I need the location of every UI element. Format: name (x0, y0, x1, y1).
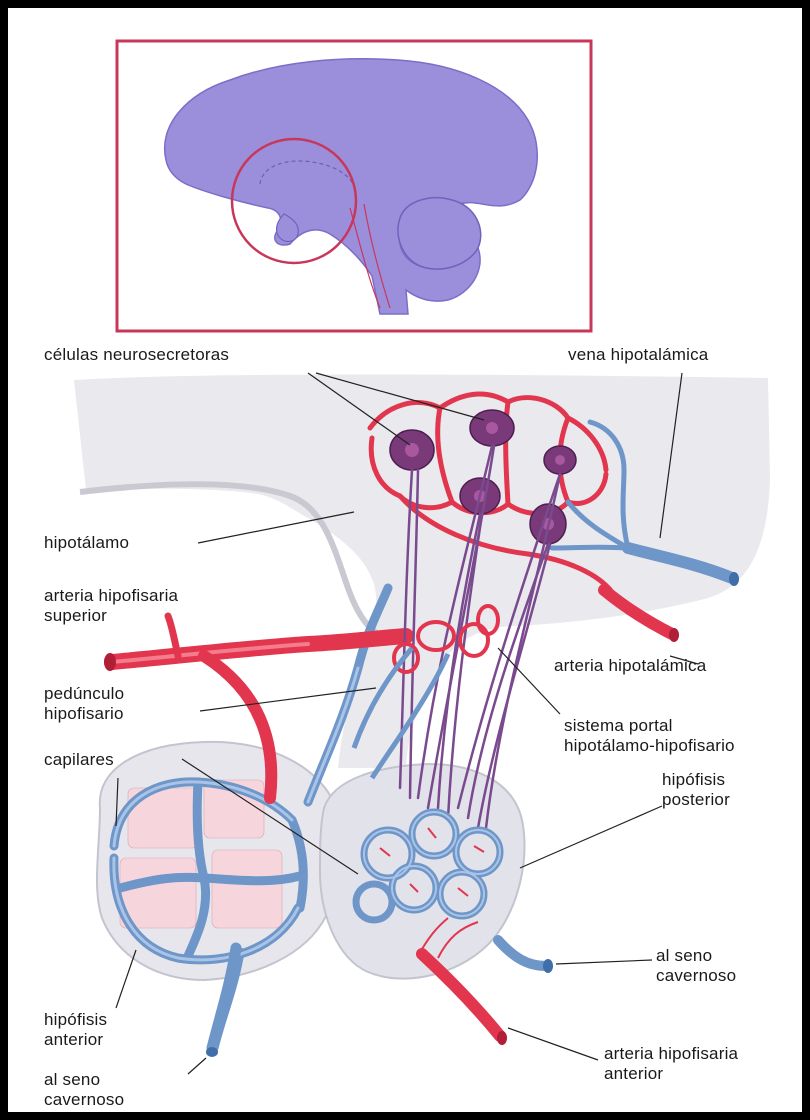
hypothalamic-vein-cut (729, 572, 739, 586)
artery-cut-end (104, 653, 116, 671)
vein-right-cut (543, 959, 553, 973)
label-hipotalamo: hipotálamo (44, 533, 129, 553)
hypothalamic-artery-cut (669, 628, 679, 642)
label-hipofisis-anterior-line2: anterior (44, 1030, 103, 1050)
label-vena-hipotalamica: vena hipotalámica (568, 345, 708, 365)
inset-brain-panel (117, 41, 591, 331)
label-al-seno-right-line1: al seno (656, 946, 712, 966)
vein-left-cut (206, 1047, 218, 1057)
label-pedunculo-line1: pedúnculo (44, 684, 124, 704)
label-al-seno-left-line1: al seno (44, 1070, 100, 1090)
label-pedunculo-line2: hipofisario (44, 704, 124, 724)
label-arteria-hipofisaria-superior-line1: arteria hipofisaria (44, 586, 178, 606)
label-arteria-hipofisaria-anterior-line2: anterior (604, 1064, 663, 1084)
label-arteria-hipofisaria-anterior-line1: arteria hipofisaria (604, 1044, 738, 1064)
anterior-artery-cut (497, 1031, 507, 1045)
leader-hip-post (520, 806, 662, 868)
label-arteria-hipotalamica: arteria hipotalámica (554, 656, 706, 676)
label-hipofisis-posterior-line1: hipófisis (662, 770, 725, 790)
leader-hip-ant (116, 950, 136, 1008)
vein-to-sinus-right (498, 940, 546, 966)
label-al-seno-right-line2: cavernoso (656, 966, 736, 986)
anterior-hypophyseal-artery (422, 954, 500, 1036)
label-sistema-portal-line1: sistema portal (564, 716, 673, 736)
cerebellum (398, 198, 481, 269)
label-capilares: capilares (44, 750, 114, 770)
leader-seno-right (556, 960, 652, 964)
label-al-seno-left-line2: cavernoso (44, 1090, 124, 1110)
label-hipofisis-anterior-line1: hipófisis (44, 1010, 107, 1030)
leader-seno-left (188, 1058, 206, 1074)
diagram-page: células neurosecretoras vena hipotalámic… (8, 8, 802, 1112)
leader-arteria-ant (508, 1028, 598, 1060)
label-celulas-neurosecretoras: células neurosecretoras (44, 345, 229, 365)
label-sistema-portal-line2: hipotálamo-hipofisario (564, 736, 735, 756)
label-hipofisis-posterior-line2: posterior (662, 790, 730, 810)
label-arteria-hipofisaria-superior-line2: superior (44, 606, 107, 626)
